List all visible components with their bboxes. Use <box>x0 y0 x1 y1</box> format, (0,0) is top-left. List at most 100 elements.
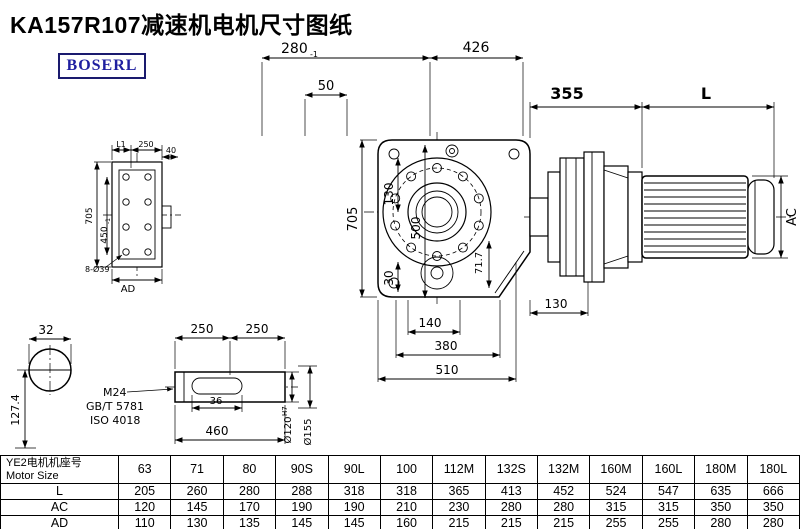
flange-bolt-holes <box>390 163 484 261</box>
dim-71-7-label: 71.7 <box>474 252 485 274</box>
boserl-logo-text: BOSERL <box>66 57 138 74</box>
dimension-value-cell: 365 <box>432 483 486 500</box>
dim-250-2-label: 250 <box>246 322 269 336</box>
dimension-value-cell: 255 <box>589 515 643 529</box>
dim-32-label: 32 <box>38 323 53 337</box>
dimension-value-cell: 547 <box>641 483 696 500</box>
main-view-bottom-dimensions: 140 130 380 510 <box>377 262 589 382</box>
motor-dimensions: 355 L AC <box>529 84 800 259</box>
dimension-value-cell: 288 <box>275 483 329 500</box>
dimension-value-cell: 160 <box>379 515 434 529</box>
dimension-value-cell: 110 <box>117 515 172 529</box>
motor-size-col-header: 90L <box>327 455 381 484</box>
dim-130-bottom-label: 130 <box>545 297 568 311</box>
motor-size-col-header: 71 <box>170 455 224 484</box>
motor-size-col-header: 100 <box>379 455 434 484</box>
dimension-value-cell: 524 <box>589 483 643 500</box>
thread-spec-label: M24 <box>103 386 127 399</box>
dimension-value-cell: 255 <box>641 515 696 529</box>
dimension-value-cell: 215 <box>484 515 539 529</box>
dimension-value-cell: 452 <box>536 483 591 500</box>
dimension-value-cell: 318 <box>379 483 434 500</box>
dimension-value-cell: 190 <box>327 499 381 516</box>
dim-426-label: 426 <box>463 40 490 56</box>
dimension-value-cell: 350 <box>746 499 800 516</box>
motor-size-col-header: 132S <box>484 455 539 484</box>
dimension-value-cell: 230 <box>432 499 486 516</box>
row-label-AC: AC <box>0 499 119 516</box>
motor-fan-cowl <box>747 179 775 255</box>
motor-side-view <box>524 151 792 283</box>
dim-dia120-fit: H7 <box>281 406 289 416</box>
dimension-value-cell: 215 <box>432 515 486 529</box>
dimension-value-cell: 318 <box>327 483 381 500</box>
dim-dia120-label: Ø120 <box>282 417 294 444</box>
dimension-value-cell: 170 <box>222 499 277 516</box>
iso-standard-label: ISO 4018 <box>90 414 140 427</box>
motor-size-label-en: Motor Size <box>6 469 59 482</box>
main-view-vertical-dimensions: 705 130 500 30 71.7 <box>346 139 492 298</box>
dimension-value-cell: 145 <box>170 499 224 516</box>
dimension-value-cell: 666 <box>746 483 800 500</box>
dim-380-label: 380 <box>435 339 458 353</box>
dim-127-4-label: 127.4 <box>9 394 22 426</box>
dimension-value-cell: 350 <box>694 499 748 516</box>
dim-40-label: 40 <box>166 146 176 155</box>
dimension-value-cell: 260 <box>170 483 224 500</box>
row-label-L: L <box>0 483 119 500</box>
dim-280-tolerance: -1 <box>310 50 318 59</box>
dimension-value-cell: 280 <box>694 515 748 529</box>
dimension-value-cell: 210 <box>379 499 434 516</box>
dimension-value-cell: 120 <box>117 499 172 516</box>
dim-450-group: 450 -1 <box>100 218 112 244</box>
page-title: KA157R107减速机电机尺寸图纸 <box>10 12 353 38</box>
dim-L1-label: L1 <box>116 140 126 149</box>
dimension-value-cell: 145 <box>327 515 381 529</box>
dimension-value-cell: 315 <box>589 499 643 516</box>
dimension-value-cell: 130 <box>170 515 224 529</box>
technical-drawing: 280 -1 426 50 355 L AC <box>9 40 800 449</box>
table-header-motor-size: YE2电机机座号 Motor Size <box>0 455 119 484</box>
motor-size-col-header: 132M <box>536 455 591 484</box>
dimension-value-cell: 280 <box>746 515 800 529</box>
motor-size-col-header: 80 <box>222 455 277 484</box>
dim-250-flange-label: 250 <box>138 140 153 149</box>
motor-size-col-header: 160M <box>589 455 643 484</box>
dim-L-label: L <box>701 84 711 103</box>
row-label-AD: AD <box>0 515 119 529</box>
top-dimensions: 280 -1 426 50 <box>261 40 524 136</box>
dim-AD-label: AD <box>121 284 136 295</box>
motor-size-col-header: 160L <box>641 455 696 484</box>
dim-130-left-label: 130 <box>382 183 396 206</box>
dim-AC-label: AC <box>785 208 800 226</box>
dim-500-label: 500 <box>409 217 423 240</box>
motor-size-col-header: 112M <box>432 455 486 484</box>
motor-fins <box>644 182 746 253</box>
motor-size-col-header: 180M <box>694 455 748 484</box>
motor-size-col-header: 63 <box>117 455 172 484</box>
motor-size-label-cn: YE2电机机座号 <box>6 456 82 469</box>
dimension-value-cell: 280 <box>484 499 539 516</box>
dim-30-label: 30 <box>382 270 396 285</box>
shaft-end-view: 32 127.4 <box>9 323 72 449</box>
gb-standard-label: GB/T 5781 <box>86 400 144 413</box>
dim-280-label: 280 <box>281 41 308 57</box>
motor-size-col-header: 180L <box>746 455 800 484</box>
dim-dia155-label: Ø155 <box>302 419 314 446</box>
dim-450-label: 450 <box>100 226 110 243</box>
dimension-value-cell: 635 <box>694 483 748 500</box>
dim-140-label: 140 <box>419 316 442 330</box>
dimension-value-cell: 280 <box>222 483 277 500</box>
shaft-side-view: 250 250 M24 GB/T 5781 ISO 4018 36 460 Ø1… <box>86 322 317 445</box>
dim-450-tolerance: -1 <box>105 218 112 224</box>
dim-8-holes-label: 8-Ø39 <box>85 264 109 274</box>
mounting-flange-view: L1 250 40 705 450 -1 8-Ø39 AD <box>85 140 181 295</box>
dimension-value-cell: 215 <box>536 515 591 529</box>
dim-510-label: 510 <box>436 363 459 377</box>
flange-bolt-holes-8 <box>122 173 152 256</box>
